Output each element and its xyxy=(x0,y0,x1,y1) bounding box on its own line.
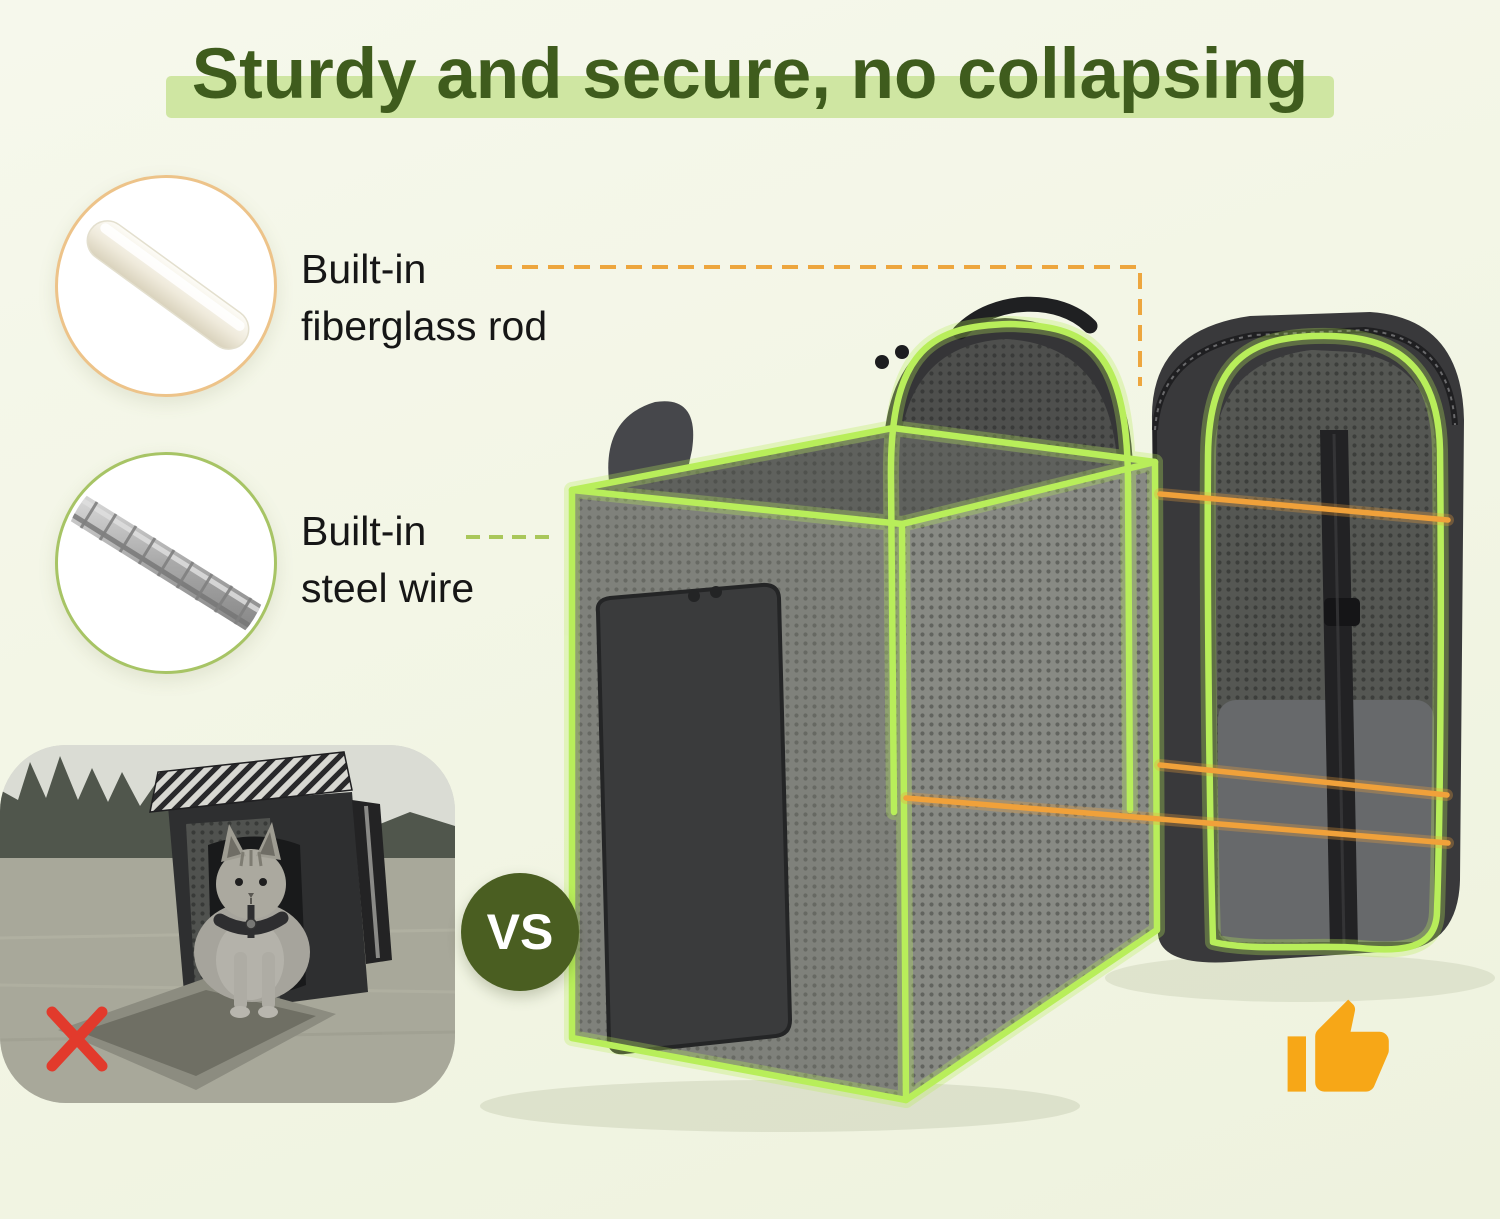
vs-badge: VS xyxy=(461,873,579,991)
product-shadow xyxy=(480,954,1495,1132)
green-frame-outline xyxy=(564,316,1449,1108)
backpack-body xyxy=(1151,312,1464,963)
steel-label-line2: steel wire xyxy=(301,564,475,611)
page-title: Sturdy and secure, no collapsing xyxy=(191,35,1309,114)
bad-example-photo xyxy=(0,745,455,1103)
steel-wire-label: Built-in steel wire xyxy=(301,503,474,616)
title-highlight-bar xyxy=(166,76,1334,118)
fiberglass-rod-icon xyxy=(86,220,250,350)
mesh-extension xyxy=(572,428,1157,1100)
orange-support-lines xyxy=(900,488,1454,849)
thumbs-up-icon xyxy=(1287,999,1389,1092)
steel-wire-icon xyxy=(62,488,270,638)
red-x-mark xyxy=(46,1006,108,1072)
steel-wire-callout xyxy=(55,452,277,674)
steel-label-line1: Built-in xyxy=(301,508,427,554)
fiberglass-label-line2: fiberglass rod xyxy=(301,302,548,349)
fiberglass-rod-label: Built-in fiberglass rod xyxy=(301,241,547,354)
callout-line-fiberglass xyxy=(496,265,1142,386)
fiberglass-rod-callout xyxy=(55,175,277,397)
cat-illustration xyxy=(194,822,310,1018)
side-zip-door xyxy=(597,584,790,1053)
fiberglass-label-line1: Built-in xyxy=(301,246,427,292)
vs-badge-label: VS xyxy=(486,904,554,960)
